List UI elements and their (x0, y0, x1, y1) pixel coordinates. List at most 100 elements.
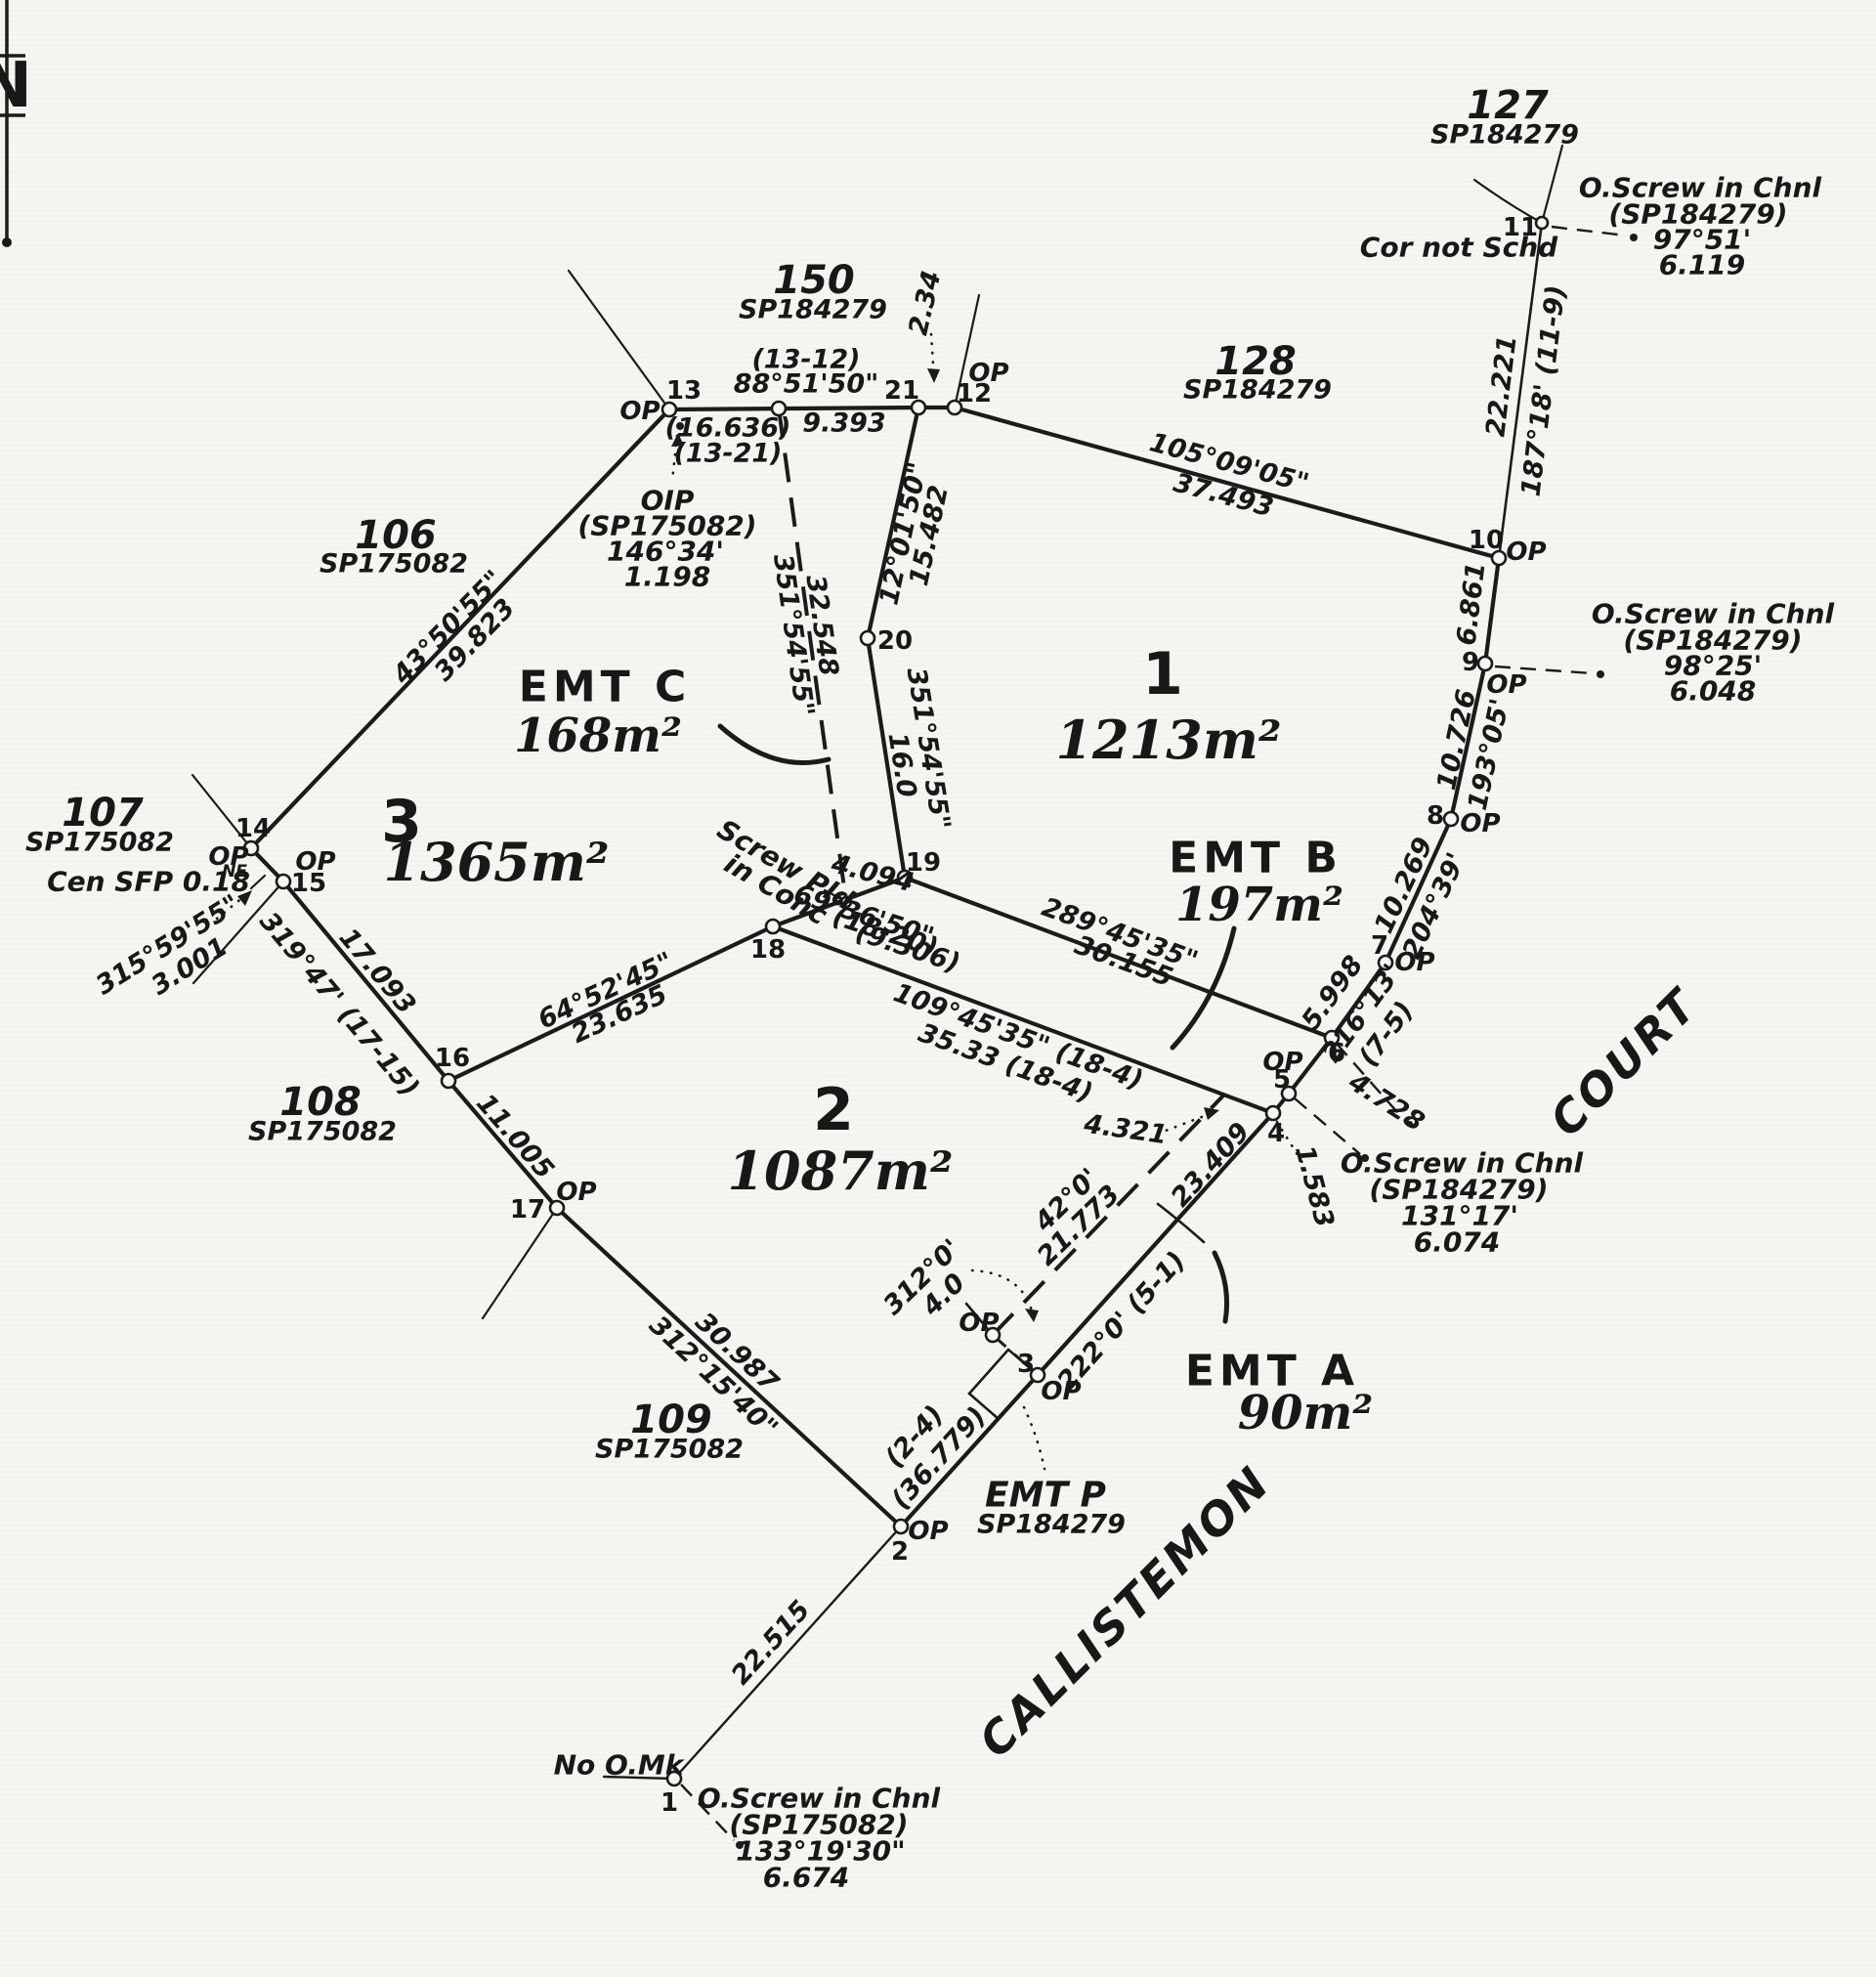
screw-4-2: (SP184279) (1369, 1174, 1548, 1206)
boundary-2-17 (554, 1205, 904, 1529)
op-8: OP (1460, 809, 1500, 838)
boundary-18-16 (446, 924, 776, 1084)
emt-a-pointer (1212, 1250, 1230, 1324)
leader-screw-pld (823, 888, 843, 901)
boundary-6-5 (1286, 1035, 1335, 1096)
note-no-omk: No O.Mk (554, 1749, 686, 1782)
boundary-13-21 (666, 405, 921, 412)
station-20 (859, 629, 876, 647)
oip-note-2: (SP175082) (577, 510, 756, 542)
road-line-11-10 (1497, 221, 1544, 560)
note-cor-not-schd: Cor not Schd (1360, 232, 1558, 264)
op-10: OP (1506, 537, 1546, 567)
emt-b-pointer (1170, 925, 1237, 1051)
station-3 (1029, 1366, 1046, 1384)
station-8 (1442, 810, 1460, 828)
dist-3-4: 23.409 (1166, 1117, 1257, 1213)
station-screw-pld (839, 895, 853, 909)
station-2 (892, 1518, 910, 1535)
lot128-number: 128 (1215, 339, 1297, 384)
point-12-label: 12 (957, 379, 992, 408)
spur-127-curve (1472, 178, 1544, 225)
lot128-plan: SP184279 (1183, 375, 1332, 406)
arrowhead-cen-sfp (237, 890, 252, 906)
oip-note-1: OIP (641, 485, 695, 517)
mark-screw-9 (1597, 670, 1604, 678)
lot3-area: 1365m² (383, 831, 609, 893)
lot108-number: 108 (279, 1080, 362, 1125)
leader-oip (670, 434, 679, 483)
op-14: OP (208, 842, 248, 872)
lot150-number: 150 (773, 258, 855, 303)
lot108-plan: SP175082 (248, 1117, 397, 1147)
point-9-label: 9 (1462, 648, 1479, 677)
emt-p-plan: SP184279 (977, 1510, 1126, 1540)
mark-screw-11 (1630, 234, 1638, 241)
boundary-16-15 (280, 879, 451, 1084)
leader-3120 (970, 1268, 1036, 1321)
emt-b-label: EMT B (1169, 834, 1343, 883)
boundary-17-16 (446, 1078, 560, 1211)
leader-screw-1 (680, 1784, 735, 1841)
point-14-label: 14 (235, 814, 271, 843)
boundary-3-2 (898, 1372, 1041, 1529)
screw-1-3: 133°19'30" (736, 1835, 906, 1868)
point-17-label: 17 (510, 1195, 545, 1225)
boundary-20-19 (865, 635, 908, 881)
station-14 (242, 839, 260, 857)
lot107-plan: SP175082 (25, 828, 174, 858)
point-3-label: 3 (1017, 1350, 1035, 1379)
station-6 (1323, 1029, 1341, 1047)
tick-23409 (1156, 1202, 1206, 1244)
screw-9-3: 98°25' (1664, 650, 1763, 682)
oip-note-3: 146°34' (607, 536, 724, 568)
op-15: OP (295, 847, 335, 877)
note-cen-sfp: Cen SFP 0.18 (47, 866, 250, 898)
screw-1-1: O.Screw in Chnl (698, 1783, 941, 1815)
north-arrow-dot (2, 237, 12, 247)
op-17: OP (556, 1178, 596, 1207)
dist-10-9: 6.861 (1451, 561, 1491, 648)
spur-108-109 (481, 1206, 559, 1320)
dist-21-12: 9.393 (802, 408, 885, 439)
station-11 (1534, 215, 1550, 231)
point-1-label: 1 (661, 1788, 678, 1818)
lot127-plan: SP184279 (1430, 120, 1579, 150)
point-5-label: 5 (1273, 1065, 1291, 1095)
station-emta-corner (984, 1326, 1002, 1344)
screw-4-3: 131°17' (1401, 1200, 1518, 1232)
point-15-label: 15 (291, 869, 326, 898)
boundary-21-20 (865, 405, 921, 641)
boundary-12-10 (952, 405, 1502, 561)
leader-screw-5 (1294, 1097, 1361, 1155)
emt-a-label: EMT A (1185, 1347, 1359, 1397)
station-4 (1264, 1104, 1282, 1122)
station-1 (665, 1770, 683, 1787)
screw-1-4: 6.674 (763, 1862, 850, 1894)
emt-p-label: EMT P (985, 1476, 1106, 1516)
point-7-label: 7 (1371, 931, 1388, 961)
screw-9-1: O.Screw in Chnl (1592, 598, 1835, 630)
lot109-number: 109 (630, 1397, 712, 1442)
arrowhead-oip (671, 433, 684, 447)
op-5: OP (1262, 1048, 1302, 1077)
dist-2-34: 2.34 (903, 268, 947, 338)
station-10 (1490, 549, 1508, 567)
lot1-number: 1 (1142, 640, 1183, 709)
emt-a-dashed-boundary (991, 1093, 1226, 1337)
screw-11-1: O.Screw in Chnl (1579, 172, 1822, 204)
station-17 (548, 1199, 566, 1217)
screw-11-2: (SP184279) (1608, 198, 1787, 231)
leader-emt-p (1022, 1405, 1046, 1471)
road-line-2-1 (672, 1525, 903, 1781)
screw-4-4: 6.074 (1414, 1226, 1501, 1259)
boundary-19-18 (770, 875, 908, 929)
point-18-label: 18 (750, 935, 786, 965)
station-15 (275, 873, 292, 890)
boundary-7-6 (1329, 960, 1388, 1041)
boundary-4-3 (1035, 1110, 1276, 1378)
screw-4-1: O.Screw in Chnl (1341, 1147, 1584, 1180)
brg-11-9: 187°18' (11-9) (1515, 283, 1571, 498)
arrowhead-3120 (1025, 1309, 1039, 1322)
